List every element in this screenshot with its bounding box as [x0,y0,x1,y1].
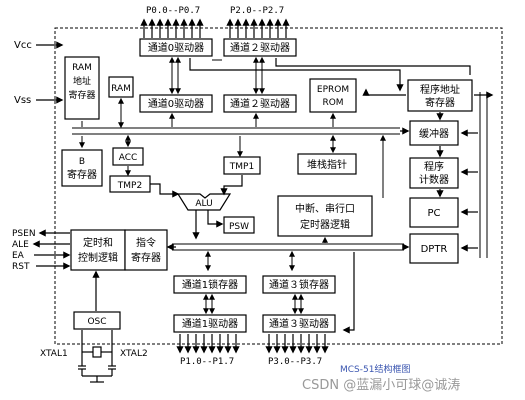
dptr-text: DPTR [421,244,448,255]
pin-psen-label: PSEN [12,229,36,239]
b-reg-line1: B [79,157,85,167]
port-p3-label: P3.0--P3.7 [268,357,322,367]
vss-label: Vss [14,95,31,106]
lower-bus [166,236,410,334]
stack-ptr-box [297,153,357,175]
alu-psw-link [207,210,224,228]
pc-box [409,197,459,228]
alu-text: ALU [195,199,212,209]
buffer-box [409,120,459,146]
internal-bus [72,97,410,198]
alu-shape [176,193,232,211]
pin-ale-label: ALE [12,240,29,250]
pin-rst-label: RST [12,262,30,272]
prog-addr-reg-box [407,79,473,112]
psw-text: PSW [229,222,249,232]
ch2-driver-top-text: 通道２驱动器 [230,41,290,54]
b-reg-line2: 寄存器 [67,168,97,181]
prog-counter-box [409,157,459,189]
tmp2-text: TMP2 [117,181,142,191]
ram-addr-reg-box [64,56,100,120]
chip-outline [54,27,503,345]
tmp1-box [223,156,261,175]
ch3-latch-box [262,275,336,294]
ch3-driver-box [262,314,336,333]
pin-ea-label: EA [12,251,25,261]
vcc-label: Vcc [14,40,32,51]
port-p2-label: P2.0--P2.7 [230,6,284,16]
latch-driver-links [203,293,304,315]
prog-addr-reg-line1: 程序地址 [420,83,460,96]
ch1-latch-text: 通道1锁存器 [182,278,238,291]
instr-reg-line1: 指令 [136,236,156,249]
instr-reg-line2: 寄存器 [131,251,161,264]
b-reg-box [61,149,103,187]
xtal2-label: XTAL2 [120,349,148,359]
buffer-text: 缓冲器 [419,127,449,140]
tmp2-alu-link [150,183,180,198]
rom-text: ROM [322,98,343,108]
ch0-driver-top-text: 通道0驱动器 [148,41,204,54]
psw-box [223,216,255,234]
ch1-driver-box [173,314,247,333]
ch1-latch-box [173,275,247,294]
tmp1-text: TMP1 [229,162,254,172]
ch0-driver-mid-box [139,94,213,113]
diagram-caption: MCS-51结构框图 [340,363,410,375]
ch1-driver-text: 通道1驱动器 [182,317,238,330]
port-p2-pins [226,18,290,38]
acc-text: ACC [119,153,138,163]
csdn-watermark: CSDN @蓝漏小可球@诚涛 [302,377,460,393]
prog-counter-line1: 程序 [424,160,444,173]
ch0-driver-mid-text: 通道0驱动器 [148,97,204,110]
prog-counter-line2: 计数器 [419,173,449,186]
ch3-driver-text: 通道３驱动器 [269,317,329,330]
crystal-circuit [78,330,116,383]
ch0-driver-top-box [139,38,213,57]
port-p0-label: P0.0--P0.7 [146,6,200,16]
port-p1-pins [176,334,240,354]
eprom-text: EPROM [317,85,349,95]
osc-box [73,311,121,330]
control-pin-lines [32,229,71,270]
port-p1-label: P1.0--P1.7 [180,357,234,367]
acc-box [112,147,144,166]
ch3-latch-text: 通道３锁存器 [269,278,329,291]
timing-ctrl-box [70,229,126,271]
interrupt-line1: 中断、串行口 [295,202,355,215]
ram-addr-reg-line3: 寄存器 [68,89,95,101]
ch2-driver-mid-text: 通道２驱动器 [230,97,290,110]
ch2-driver-mid-box [223,94,297,113]
ram-addr-reg-line1: RAM [72,63,92,73]
ram-text: RAM [111,84,131,94]
interrupt-line2: 定时器逻辑 [300,218,350,231]
timing-ctrl-line1: 定时和 [83,236,113,249]
eprom-rom-box [309,78,357,113]
dptr-box [409,233,459,264]
stack-ptr-text: 堆栈指针 [307,158,347,171]
xtal1-label: XTAL1 [40,349,68,359]
osc-text: OSC [87,317,106,327]
tmp1-alu-link [220,175,243,196]
instr-reg-box [124,229,168,271]
timing-ctrl-line2: 控制逻辑 [78,251,118,264]
prog-addr-reg-line2: 寄存器 [425,96,455,109]
ram-box [108,76,134,98]
driver-links [169,56,471,95]
ch2-driver-top-box [223,38,297,57]
interrupt-box [277,195,373,237]
port-p0-pins [140,18,204,38]
right-bus [362,88,494,258]
ram-addr-reg-line2: 地址 [73,75,91,87]
port-p3-pins [265,334,329,354]
pc-text: PC [427,208,440,219]
